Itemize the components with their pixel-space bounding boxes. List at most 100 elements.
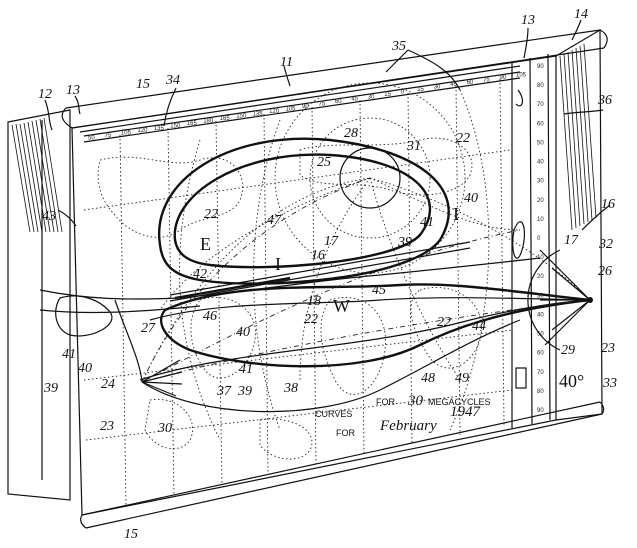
left-side-panel [7, 109, 71, 501]
ref-35: 35 [391, 39, 406, 54]
ref-41-right: 41 [420, 215, 434, 230]
side-scale-label: 60 [537, 351, 544, 357]
ref-47: 47 [267, 213, 282, 228]
ref-14: 14 [574, 7, 588, 22]
scale-tick-label: 180 [203, 119, 214, 125]
ref-42: 42 [193, 267, 207, 282]
scale-tick-label: 60 [335, 99, 342, 105]
zone-letter-i-lower: I [275, 254, 281, 274]
side-scale-label: 30 [537, 293, 544, 299]
side-scale-label: 80 [537, 83, 544, 89]
ref-22-center: 22 [304, 312, 318, 327]
side-scale-label: 90 [537, 64, 544, 70]
leader-lines [44, 19, 611, 231]
ref-39-left: 39 [43, 381, 58, 396]
scale-tick-label: 150 [236, 114, 247, 120]
ref-32: 32 [598, 237, 613, 252]
ref-22-right: 22 [437, 315, 451, 330]
side-scale-label: 80 [537, 389, 544, 395]
ref-16-right: 16 [601, 197, 615, 212]
side-scale-label: 0 [537, 236, 541, 242]
ref-11: 11 [280, 55, 293, 70]
ref-46: 46 [203, 309, 217, 324]
scale-tick-label: 105 [121, 131, 132, 137]
caption-month: February [379, 418, 437, 434]
side-scale-label: 40 [537, 312, 544, 318]
right-side-panel [555, 28, 603, 421]
caption-curves: CURVES [315, 409, 352, 419]
ref-22-top: 22 [456, 131, 470, 146]
zone-letter-w: W [333, 296, 350, 316]
caption-for: FOR [376, 397, 395, 407]
source-point-24 [141, 359, 183, 397]
ref-31: 31 [406, 139, 421, 154]
side-scale-label: 90 [537, 408, 544, 414]
ref-48: 48 [421, 371, 435, 386]
chart-caption: CURVES FOR FOR 30 MEGACYCLES February 19… [315, 393, 491, 438]
scale-tick-label: 120 [269, 109, 280, 115]
scale-tick-label: 90 [302, 104, 309, 110]
dial-reading: 40° [559, 371, 584, 391]
side-scale-label: 70 [537, 370, 544, 376]
scale-tick-label: 105 [516, 73, 527, 79]
right-panel-hatching [559, 43, 597, 231]
caption-year: 1947 [450, 404, 482, 420]
ref-17-right: 17 [564, 233, 579, 248]
ref-30: 30 [157, 421, 172, 436]
scale-tick-label: 45 [351, 97, 358, 103]
ref-15-bottom: 15 [124, 527, 138, 542]
ref-12: 12 [38, 87, 52, 102]
scale-tick-label: 120 [137, 128, 148, 134]
scale-tick-label: 105 [286, 106, 297, 112]
scale-tick-label: 45 [450, 82, 457, 88]
scale-tick-label: 135 [154, 126, 165, 132]
ref-41-left: 41 [62, 347, 76, 362]
side-scale-label: 50 [537, 140, 544, 146]
ref-43: 43 [42, 209, 56, 224]
ref-29: 29 [561, 343, 575, 358]
scale-tick-label: 50 [88, 136, 95, 142]
scale-tick-label: 165 [187, 121, 198, 127]
ref-39-center: 39 [397, 235, 412, 250]
side-scale-label: 20 [537, 198, 544, 204]
scale-tick-label: 90 [500, 75, 507, 81]
ref-40-center: 40 [236, 325, 250, 340]
ref-49: 49 [455, 371, 469, 386]
scale-tick-label: 135 [253, 111, 264, 117]
scale-tick-label: 75 [483, 77, 490, 83]
ref-28: 28 [344, 126, 358, 141]
caption-for-left: FOR [336, 428, 355, 438]
ref-38: 38 [283, 381, 298, 396]
scale-tick-label: 60 [467, 80, 474, 86]
zone-letter-i-upper: I [453, 204, 459, 224]
ref-13-right: 13 [521, 13, 535, 28]
ref-26: 26 [598, 264, 612, 279]
reference-numerals: 11 12 13 13 14 15 15 16 16 17 17 18 22 2… [38, 7, 617, 542]
ref-44: 44 [472, 319, 486, 334]
zone-letter-e: E [200, 234, 211, 254]
side-scale-label: 40 [537, 160, 544, 166]
scale-tick-label: 0 [401, 90, 405, 96]
side-scale-label: 10 [537, 255, 544, 261]
ref-23-left: 23 [100, 419, 114, 434]
ref-40-right: 40 [464, 191, 478, 206]
ref-25: 25 [317, 155, 331, 170]
scale-tick-label: 75 [105, 133, 112, 139]
scale-tick-label: 30 [434, 85, 441, 91]
ref-36: 36 [597, 93, 612, 108]
side-scale-label: 60 [537, 121, 544, 127]
ref-22-left: 22 [204, 207, 218, 222]
scale-tick-label: 165 [220, 116, 231, 122]
caption-frequency: 30 [407, 393, 424, 409]
map-grid [83, 78, 513, 506]
scale-tick-label: 15 [417, 87, 424, 93]
azimuth-dial [527, 249, 593, 351]
side-scale-label: 30 [537, 179, 544, 185]
scale-tick-label: 150 [170, 123, 181, 129]
ref-13-left: 13 [66, 83, 80, 98]
side-scale-label: 10 [537, 217, 544, 223]
ref-27: 27 [141, 321, 156, 336]
map-outlines [97, 137, 482, 460]
